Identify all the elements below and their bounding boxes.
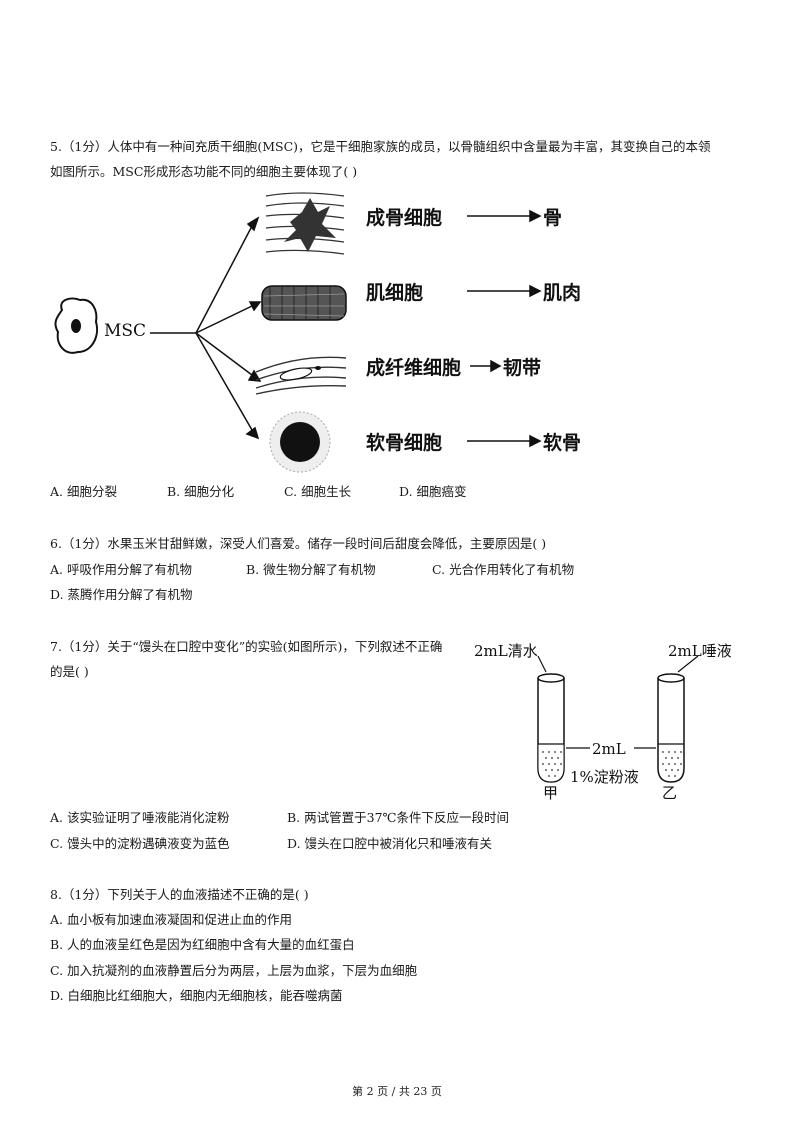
q7-option-c[interactable]: C. 馒头中的淀粉遇碘液变为蓝色: [50, 836, 230, 851]
q5-option-b[interactable]: B. 细胞分化: [167, 484, 235, 499]
tissue-label-bone: 骨: [543, 207, 563, 229]
q6-option-b[interactable]: B. 微生物分解了有机物: [246, 562, 376, 577]
q8-option-d[interactable]: D. 白细胞比红细胞大，细胞内无细胞核，能吞噬病菌: [50, 988, 343, 1003]
q5-option-c[interactable]: C. 细胞生长: [284, 484, 352, 499]
cell-label-chondrocyte: 软骨细胞: [366, 432, 443, 454]
q5-stem-line2: 如图所示。MSC形成形态功能不同的细胞主要体现了( ): [50, 164, 358, 179]
tissue-label-ligament: 韧带: [503, 357, 542, 379]
label-2ml-water: 2mL清水: [474, 642, 538, 660]
cell-label-fibroblast: 成纤维细胞: [366, 357, 462, 379]
tube-jia: [537, 673, 565, 783]
q5-stem-line1: 5.（1分）人体中有一种间充质干细胞(MSC)，它是干细胞家族的成员，以骨髓组织…: [50, 139, 711, 154]
label-tube-yi: 乙: [662, 784, 678, 802]
q8-option-b[interactable]: B. 人的血液呈红色是因为红细胞中含有大量的血红蛋白: [50, 937, 355, 952]
q7-option-b[interactable]: B. 两试管置于37℃条件下反应一段时间: [287, 810, 510, 825]
msc-differentiation-diagram: [54, 192, 542, 473]
fibroblast-image: [255, 356, 347, 395]
q6-stem: 6.（1分）水果玉米甘甜鲜嫩，深受人们喜爱。储存一段时间后甜度会降低，主要原因是…: [50, 536, 547, 551]
q5-option-d[interactable]: D. 细胞癌变: [399, 484, 467, 499]
label-2ml-saliva: 2mL唾液: [668, 642, 732, 660]
q7-option-a[interactable]: A. 该实验证明了唾液能消化淀粉: [50, 810, 230, 825]
cell-label-osteoblast: 成骨细胞: [366, 207, 443, 229]
cell-label-muscle: 肌细胞: [366, 282, 424, 304]
q8-stem: 8.（1分）下列关于人的血液描述不正确的是( ): [50, 887, 309, 902]
q7-stem-line2: 的是( ): [50, 664, 89, 679]
tissue-label-muscle: 肌肉: [543, 282, 582, 304]
q5-option-a[interactable]: A. 细胞分裂: [50, 484, 117, 499]
page-footer: 第 2 页 / 共 23 页: [352, 1085, 442, 1098]
result-arrows: [467, 209, 542, 448]
label-starch-solution: 1%淀粉液: [570, 768, 639, 786]
q7-stem-line1: 7.（1分）关于“馒头在口腔中变化”的实验(如图所示)，下列叙述不正确: [50, 639, 443, 654]
tube-yi: [657, 673, 685, 783]
q6-option-c[interactable]: C. 光合作用转化了有机物: [432, 562, 575, 577]
msc-label: MSC: [104, 321, 147, 341]
label-2ml-starch-amount: 2mL: [592, 740, 626, 758]
q6-option-a[interactable]: A. 呼吸作用分解了有机物: [50, 562, 192, 577]
tissue-label-cartilage: 软骨: [543, 432, 582, 454]
muscle-fiber-image: [261, 285, 347, 321]
chondrocyte-image: [269, 411, 331, 473]
q6-option-d[interactable]: D. 蒸腾作用分解了有机物: [50, 587, 193, 602]
q7-option-d[interactable]: D. 馒头在口腔中被消化只和唾液有关: [287, 836, 493, 851]
label-tube-jia: 甲: [543, 784, 559, 802]
branch-arrows: [195, 216, 262, 440]
osteoblast-image: [265, 192, 345, 255]
q8-option-c[interactable]: C. 加入抗凝剂的血液静置后分为两层，上层为血浆，下层为血细胞: [50, 963, 418, 978]
q8-option-a[interactable]: A. 血小板有加速血液凝固和促进止血的作用: [50, 912, 292, 927]
msc-nucleus: [71, 319, 81, 333]
msc-cell: [54, 297, 98, 354]
